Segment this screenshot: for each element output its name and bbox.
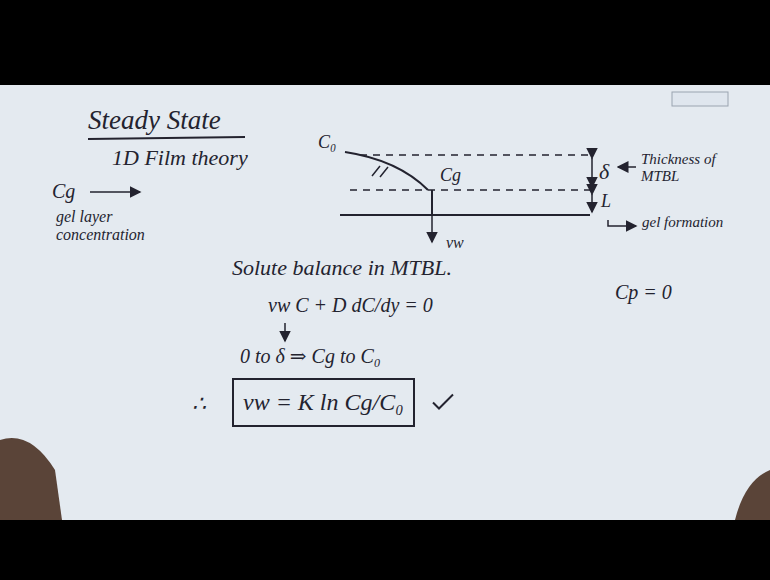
- boundary-condition: 0 to δ ⇒ Cg to C₀: [240, 345, 381, 367]
- subheading: 1D Film theory: [112, 146, 248, 170]
- gel-boundary: [350, 189, 590, 191]
- condition: Cp = 0: [615, 281, 672, 303]
- pointer-arrow: [90, 191, 140, 193]
- annotation: gel formation: [642, 214, 732, 231]
- bulk-boundary: [360, 154, 590, 156]
- concentration-profile: [345, 152, 428, 190]
- flow-mark: [372, 166, 388, 177]
- concentration-symbol: Cg: [52, 180, 75, 202]
- annotation: gel layer concentration: [56, 208, 176, 243]
- concentration-symbol: Cg: [440, 166, 461, 186]
- note: Solute balance in MTBL.: [232, 256, 452, 280]
- concentration-symbol: C₀: [318, 133, 336, 153]
- result-box: vw = K ln Cg/C₀: [232, 378, 415, 427]
- therefore-sign: ∴: [192, 392, 206, 416]
- check-mark: [433, 395, 453, 409]
- check-marks: [433, 395, 453, 409]
- hand-shadow: [735, 470, 770, 520]
- thickness-arrow: [591, 158, 593, 187]
- thickness-symbol: δ: [599, 160, 609, 184]
- equation: vw C + D dC/dy = 0: [268, 294, 433, 316]
- heading: Steady State: [88, 106, 221, 136]
- leader-arrow: [618, 166, 636, 168]
- thickness-symbol: L: [601, 192, 611, 212]
- annotation: Thickness of MTBL: [641, 151, 741, 184]
- flux-arrow: [431, 215, 433, 242]
- hook-arrow: [608, 220, 636, 226]
- membrane-line: [340, 214, 590, 216]
- flux-symbol: vw: [446, 234, 464, 252]
- stamp: [672, 92, 728, 106]
- gel-line: [431, 190, 433, 215]
- hand-shadow: [0, 438, 62, 520]
- down-arrow: [284, 323, 286, 341]
- gel-thickness-arrow: [591, 194, 593, 212]
- underline: [88, 137, 245, 139]
- result-equation: vw = K ln Cg/C₀: [243, 389, 404, 415]
